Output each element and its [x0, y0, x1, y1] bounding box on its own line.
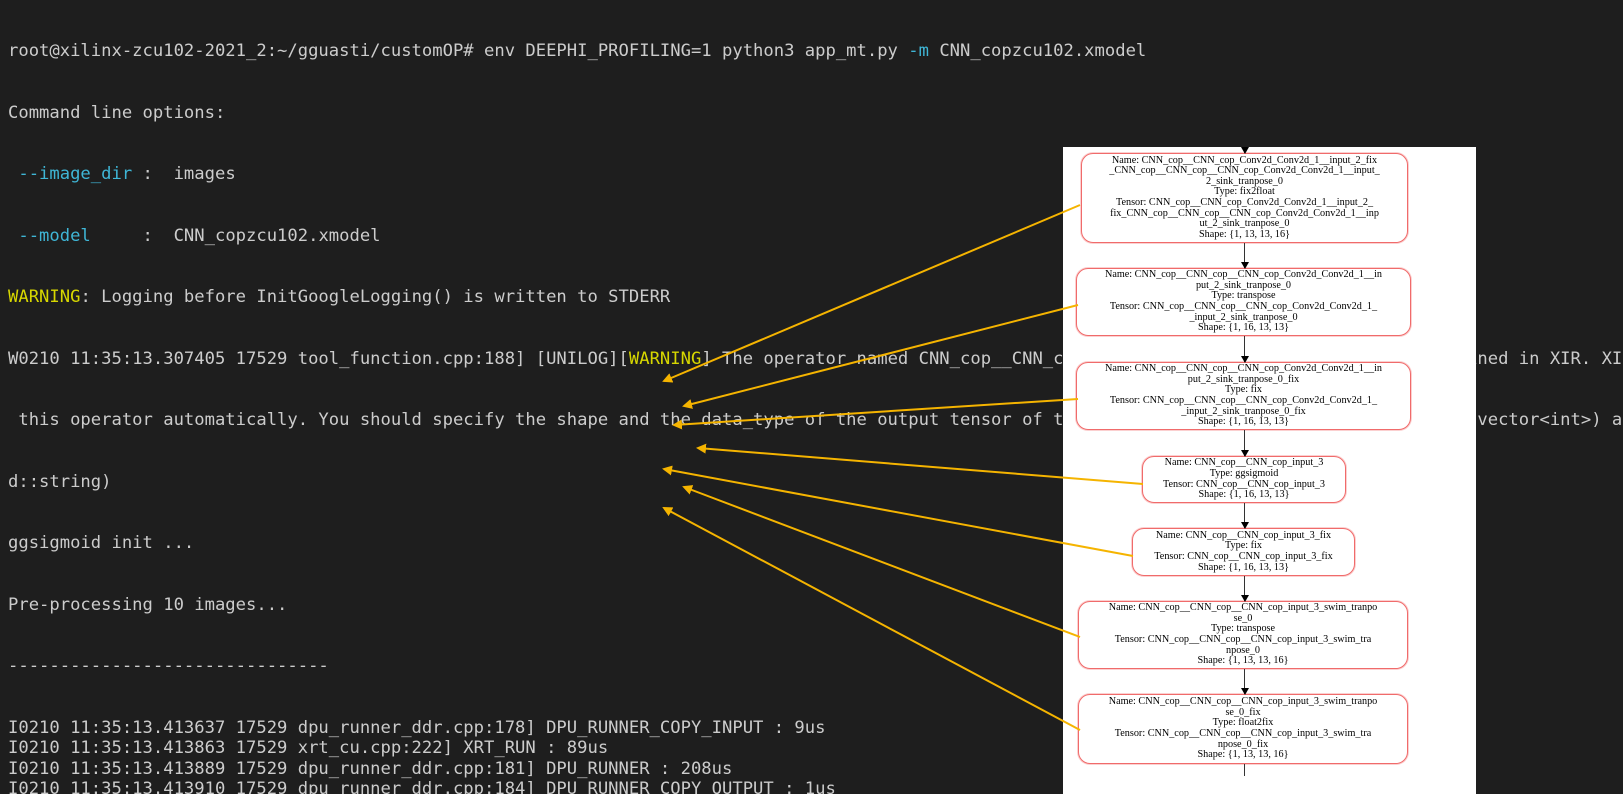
xir-graph-panel: Name: CNN_cop__CNN_cop_Conv2d_Conv2d_1__… [1063, 147, 1476, 794]
warning-line: WARNING: Logging before InitGoogleLoggin… [0, 287, 1623, 308]
log-line: I0210 11:35:13.413637 17529 dpu_runner_d… [8, 717, 826, 738]
graph-edge-arrow [1240, 669, 1249, 695]
warning-tag: WARNING [628, 348, 702, 369]
graph-edge-arrow [1240, 243, 1249, 269]
graph-node-text: Name: CNN_cop__CNN_cop__CNN_cop_Conv2d_C… [1104, 269, 1383, 281]
log-line: I0210 11:35:13.413863 17529 xrt_cu.cpp:2… [8, 738, 609, 758]
graph-node-text: Shape: {1, 16, 13, 13} [1198, 561, 1289, 573]
graph-node-text: Name: CNN_cop__CNN_cop_input_3_fix [1155, 529, 1332, 541]
log-prefix: W0210 11:35:13.307405 17529 tool_functio… [8, 348, 629, 369]
graph-node-text: Tensor: CNN_cop__CNN_cop_input_3 [1163, 478, 1325, 490]
graph-node-text: Tensor: CNN_cop__CNN_cop_input_3_fix [1154, 551, 1333, 562]
option-value: : images [132, 164, 236, 184]
graph-node-text: _input_2_sink_tranpose_0 [1189, 311, 1298, 323]
command-text: env DEEPHI_PROFILING=1 python3 app_mt.py [484, 41, 909, 61]
profiling-log: I0210 11:35:13.413637 17529 dpu_runner_d… [0, 718, 1623, 794]
graph-node-text: Type: ggsigmoid [1209, 467, 1279, 479]
preprocessing-line: Pre-processing 10 images... [8, 594, 288, 615]
graph-edge-arrow [1240, 147, 1249, 154]
graph-node-text: Shape: {1, 16, 13, 13} [1198, 489, 1290, 501]
graph-node-text: se_0 [1233, 612, 1253, 624]
graph-node-text: Type: transpose [1210, 623, 1276, 635]
graph-node-text: Name: CNN_cop__CNN_cop__CNN_cop_input_3_… [1108, 602, 1378, 614]
graph-node-text: _CNN_cop__CNN_cop__CNN_cop_Conv2d_Conv2d… [1109, 165, 1380, 177]
graph-node-text: npose_0_fix [1217, 738, 1269, 750]
graph-node: Name: CNN_cop__CNN_cop_Conv2d_Conv2d_1__… [1081, 153, 1408, 243]
init-line: ggsigmoid init ... [8, 533, 195, 553]
graph-node-text: Type: fix [1225, 384, 1262, 396]
graph-edge-arrow [1240, 430, 1249, 457]
graph-node-text: Shape: {1, 13, 13, 16} [1197, 655, 1289, 667]
options-header: Command line options: [8, 102, 226, 123]
graph-node-text: Tensor: CNN_cop__CNN_cop__CNN_cop_Conv2d… [1109, 301, 1378, 312]
graph-node-text: Tensor: CNN_cop__CNN_cop_Conv2d_Conv2d_1… [1115, 197, 1374, 208]
graph-node-text: Shape: {1, 13, 13, 16} [1199, 228, 1290, 240]
graph-edge-arrow [1240, 336, 1249, 363]
option-key: --image_dir [8, 164, 133, 184]
graph-node-text: put_2_sink_tranpose_0_fix [1187, 373, 1300, 385]
command-arg: CNN_copzcu102.xmodel [928, 41, 1147, 61]
graph-node-text: Name: CNN_cop__CNN_cop_input_3 [1164, 457, 1324, 469]
terminal-prompt-line: root@xilinx-zcu102-2021_2:~/gguasti/cust… [0, 41, 1623, 62]
graph-node-text: Shape: {1, 13, 13, 16} [1197, 749, 1289, 761]
graph-edge-outgoing [1244, 764, 1245, 776]
graph-node: Name: CNN_cop__CNN_cop__CNN_cop_input_3_… [1078, 601, 1408, 669]
log-line: I0210 11:35:13.413889 17529 dpu_runner_d… [8, 758, 733, 779]
graph-node-text: Type: fix [1225, 540, 1262, 552]
graph-node-text: Name: CNN_cop__CNN_cop__CNN_cop_input_3_… [1108, 696, 1378, 708]
graph-node-text: Tensor: CNN_cop__CNN_cop__CNN_cop_Conv2d… [1109, 395, 1378, 406]
warning-label: WARNING [8, 287, 81, 307]
graph-node-text: ut_2_sink_tranpose_0 [1199, 218, 1290, 230]
option-image-dir: --image_dir : images [0, 164, 1623, 185]
graph-edge-arrow [1240, 576, 1249, 602]
graph-node-text: Type: transpose [1211, 290, 1276, 302]
shell-prompt: root@xilinx-zcu102-2021_2:~/gguasti/cust… [8, 41, 484, 61]
graph-node-text: Tensor: CNN_cop__CNN_cop__CNN_cop_input_… [1114, 634, 1372, 645]
command-flag: -m [908, 41, 929, 61]
graph-node-text: Tensor: CNN_cop__CNN_cop__CNN_cop_input_… [1114, 728, 1372, 739]
graph-node-text: put_2_sink_tranpose_0 [1195, 279, 1292, 291]
graph-node-text: Type: fix2float [1214, 186, 1275, 198]
warning-text: : Logging before InitGoogleLogging() is … [80, 287, 671, 307]
graph-node-text: Type: float2fix [1212, 717, 1274, 729]
graph-node-text: se_0_fix [1225, 706, 1261, 718]
graph-node: Name: CNN_cop__CNN_cop__CNN_cop_input_3_… [1078, 694, 1408, 764]
unilog-warning-line-3: d::string) [8, 471, 112, 492]
graph-node-text: Shape: {1, 16, 13, 13} [1198, 416, 1289, 428]
graph-node-text: npose_0 [1226, 644, 1260, 656]
log-line: I0210 11:35:13.413910 17529 dpu_runner_d… [8, 779, 836, 794]
graph-node-text: 2_sink_tranpose_0 [1206, 175, 1283, 187]
graph-node-text: Name: CNN_cop__CNN_cop_Conv2d_Conv2d_1__… [1111, 154, 1378, 166]
option-value: : CNN_copzcu102.xmodel [90, 225, 381, 246]
graph-node-text: fix_CNN_cop__CNN_cop__CNN_cop_Conv2d_Con… [1110, 207, 1379, 219]
graph-node-text: _input_2_sink_tranpose_0_fix [1181, 405, 1306, 417]
separator-line: ------------------------------- [8, 656, 329, 676]
option-key: --model [8, 225, 91, 246]
graph-node: Name: CNN_cop__CNN_cop__CNN_cop_Conv2d_C… [1076, 362, 1411, 430]
option-model: --model : CNN_copzcu102.xmodel [0, 226, 1623, 247]
graph-edge-arrow [1240, 503, 1249, 529]
graph-node-text: Shape: {1, 16, 13, 13} [1198, 322, 1289, 334]
graph-node: Name: CNN_cop__CNN_cop__CNN_cop_Conv2d_C… [1076, 268, 1411, 336]
graph-node-text: Name: CNN_cop__CNN_cop__CNN_cop_Conv2d_C… [1104, 363, 1383, 375]
